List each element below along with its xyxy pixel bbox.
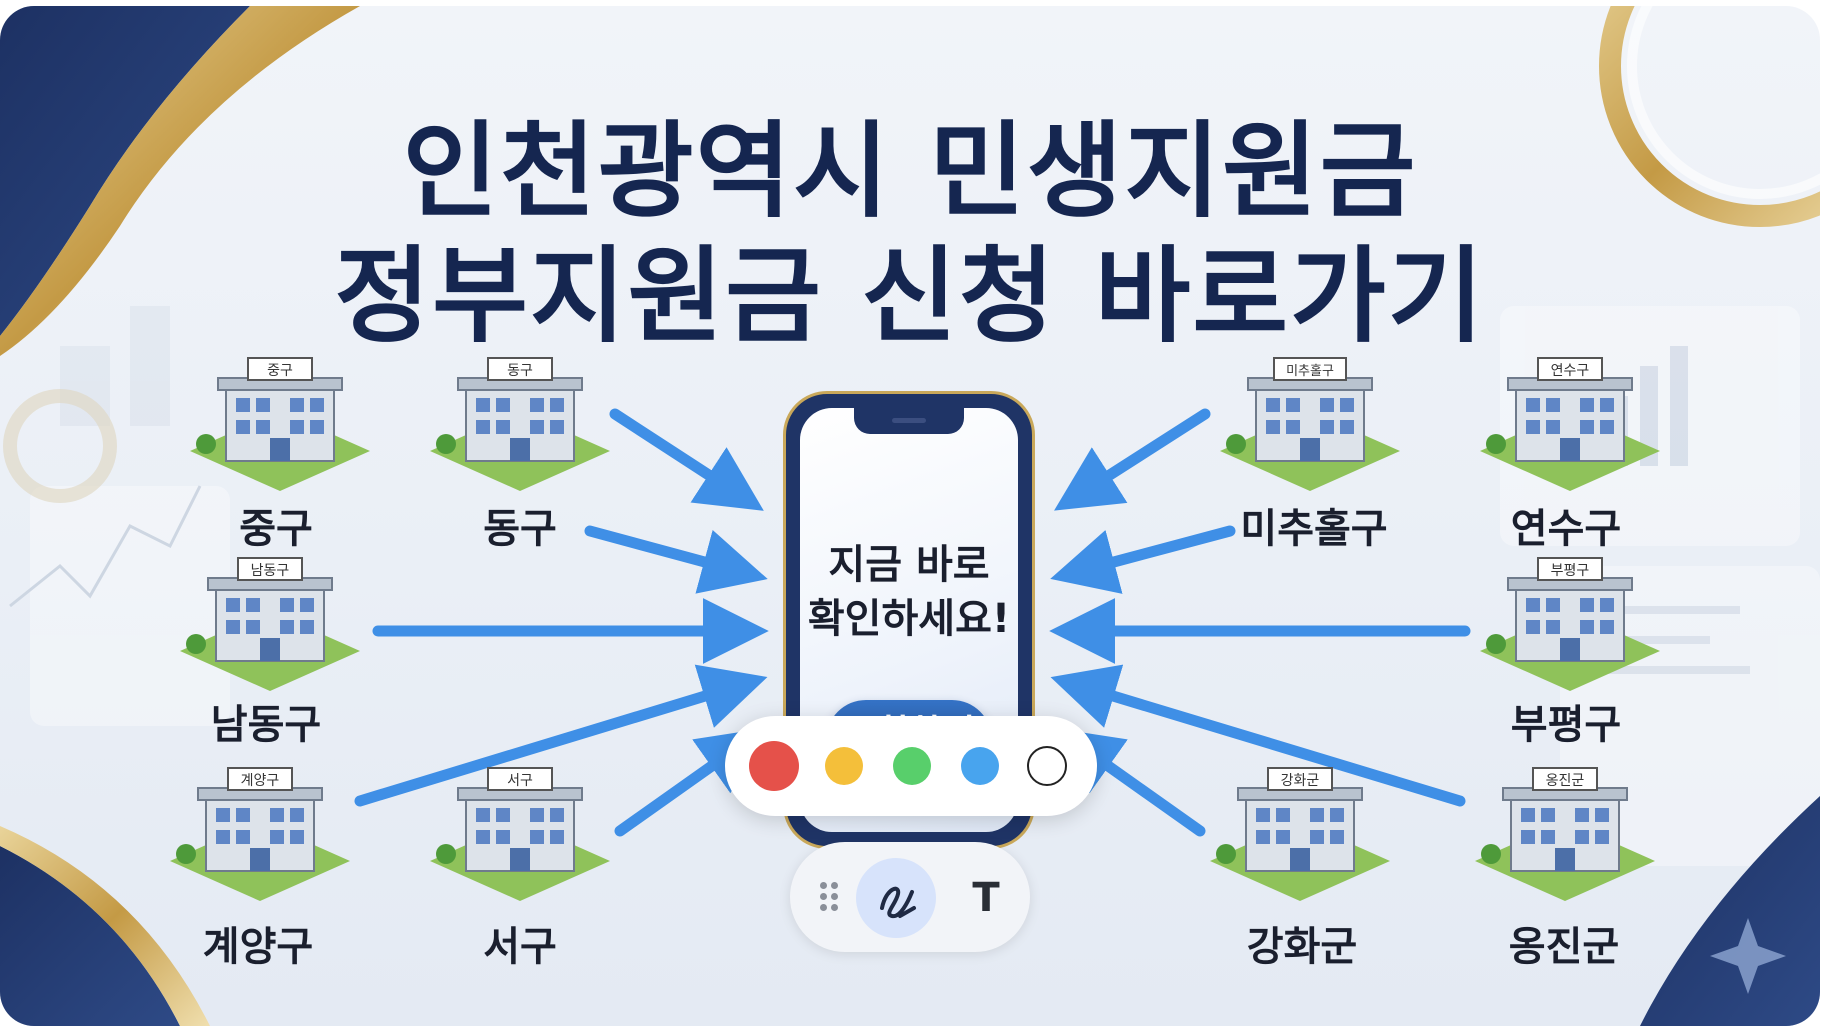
phone-message-line-2: 확인하세요! xyxy=(807,596,1011,642)
building-seogu-icon: 서구 xyxy=(430,767,610,901)
building-sign: 계양구 xyxy=(241,773,280,789)
building-sign: 부평구 xyxy=(1551,563,1590,579)
building-gyeyanggu-icon: 계양구 xyxy=(170,767,350,901)
district-label-bupyeonggu: 부평구 xyxy=(1510,702,1622,748)
building-sign: 남동구 xyxy=(251,563,290,579)
building-sign: 서구 xyxy=(507,773,533,789)
district-label-seogu: 서구 xyxy=(483,924,557,970)
color-swatch-white[interactable] xyxy=(1027,746,1067,786)
drag-handle-icon[interactable] xyxy=(820,882,840,912)
pen-tool-button[interactable] xyxy=(856,858,936,938)
title-line-2: 정부지원금 신청 바로가기 xyxy=(334,235,1486,357)
title-line-1: 인천광역시 민생지원금 xyxy=(402,110,1418,232)
building-sign: 미추홀구 xyxy=(1286,364,1334,379)
building-michuholgu-icon: 미추홀구 xyxy=(1220,357,1400,491)
color-swatch-blue[interactable] xyxy=(961,747,999,785)
phone-message: 지금 바로 확인하세요! xyxy=(800,538,1018,646)
district-label-donggu: 동구 xyxy=(483,506,557,552)
color-swatch-yellow[interactable] xyxy=(825,747,863,785)
building-sign: 옹진군 xyxy=(1546,773,1585,789)
building-sign: 동구 xyxy=(507,363,533,379)
building-sign: 중구 xyxy=(267,363,293,379)
building-sign: 강화군 xyxy=(1281,773,1320,789)
district-label-michuholgu: 미추홀구 xyxy=(1240,506,1388,552)
building-namdonggu-icon: 남동구 xyxy=(180,557,360,691)
district-label-ongjingun: 옹진군 xyxy=(1508,924,1620,970)
district-label-gyeyanggu: 계양구 xyxy=(202,924,314,970)
markup-toolbar: T xyxy=(790,842,1030,952)
squiggle-pen-icon xyxy=(880,886,916,919)
district-label-ganghwagun: 강화군 xyxy=(1246,924,1358,970)
arrows xyxy=(354,408,1471,837)
text-tool-button[interactable]: T xyxy=(972,875,1000,921)
district-label-namdonggu: 남동구 xyxy=(210,702,322,748)
building-donggu-icon: 동구 xyxy=(430,357,610,491)
building-bupyeonggu-icon: 부평구 xyxy=(1480,557,1660,691)
district-label-junggu: 중구 xyxy=(239,506,313,552)
building-ganghwagun-icon: 강화군 xyxy=(1210,767,1390,901)
building-junggu-icon: 중구 xyxy=(190,357,370,491)
color-swatch-red[interactable] xyxy=(749,741,799,791)
color-swatch-green[interactable] xyxy=(893,747,931,785)
phone-notch xyxy=(854,408,964,434)
phone-message-line-1: 지금 바로 xyxy=(828,542,990,588)
building-sign: 연수구 xyxy=(1551,363,1590,379)
building-yeonsugu-icon: 연수구 xyxy=(1480,357,1660,491)
building-ongjingun-icon: 옹진군 xyxy=(1475,767,1655,901)
district-label-yeonsugu: 연수구 xyxy=(1510,506,1622,552)
color-palette xyxy=(725,716,1097,816)
